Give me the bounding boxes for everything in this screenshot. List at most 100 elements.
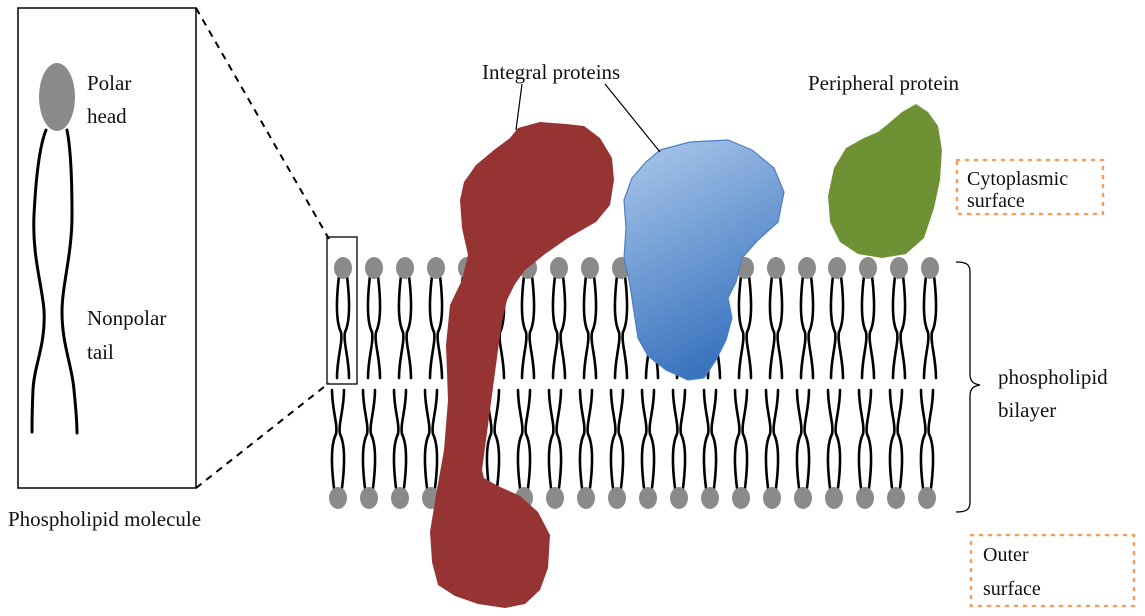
phospholipid-bottom-13 — [701, 390, 719, 509]
leader-line-red — [516, 84, 522, 130]
phospholipid-head — [360, 487, 378, 509]
tail — [921, 390, 925, 488]
phospholipid-head — [550, 257, 568, 279]
polar-head-label-line2: head — [87, 104, 127, 128]
tail — [797, 390, 801, 488]
phospholipid-top-1 — [334, 257, 352, 378]
phospholipid-head — [581, 257, 599, 279]
tail — [522, 276, 526, 378]
cytoplasmic-surface-label-line2: surface — [967, 190, 1025, 212]
phospholipid-bottom-11 — [639, 390, 657, 509]
tail — [399, 276, 403, 378]
tail — [831, 276, 835, 378]
tail — [932, 276, 936, 378]
tail — [929, 390, 933, 488]
phospholipid-top-7 — [519, 257, 537, 378]
phospholipid-top-15 — [767, 257, 785, 378]
inset-polar-head — [39, 63, 75, 131]
phospholipid-bottom-9 — [577, 390, 595, 509]
tail — [735, 390, 739, 488]
phospholipid-head — [794, 487, 812, 509]
tail — [376, 276, 380, 378]
phospholipid-head — [767, 257, 785, 279]
phospholipid-head — [798, 257, 816, 279]
tail — [363, 390, 367, 488]
tail — [901, 276, 905, 378]
nonpolar-tail-label-line1: Nonpolar — [87, 306, 166, 330]
phospholipid-head — [828, 257, 846, 279]
phospholipid-head — [859, 257, 877, 279]
phospholipid-bottom-3 — [391, 390, 409, 509]
tail — [530, 276, 534, 378]
tail — [549, 390, 553, 488]
phospholipid-bottom-16 — [794, 390, 812, 509]
tail — [809, 276, 813, 378]
tail — [836, 390, 840, 488]
phospholipid-head — [427, 257, 445, 279]
tail — [526, 390, 530, 488]
tail — [592, 276, 596, 378]
tail — [739, 276, 743, 378]
inset-tail-right — [62, 130, 77, 433]
phospholipid-head — [701, 487, 719, 509]
phospholipid-bilayer-label-line1: phospholipid — [998, 365, 1108, 389]
tail — [673, 390, 677, 488]
phospholipid-head — [546, 487, 564, 509]
phospholipid-bottom-18 — [856, 390, 874, 509]
tail — [611, 390, 615, 488]
phospholipid-top-18 — [859, 257, 877, 378]
tail — [747, 276, 751, 378]
tail — [438, 276, 442, 378]
tail — [770, 276, 774, 378]
phospholipid-bottom-17 — [825, 390, 843, 509]
phospholipid-top-14 — [736, 257, 754, 378]
phospholipid-top-17 — [828, 257, 846, 378]
phospholipid-head — [763, 487, 781, 509]
tail — [801, 276, 805, 378]
phospholipid-head — [639, 487, 657, 509]
tail — [615, 276, 619, 378]
phospholipid-head — [921, 257, 939, 279]
tail — [371, 390, 375, 488]
tail — [584, 276, 588, 378]
phospholipid-head — [825, 487, 843, 509]
tail — [340, 390, 344, 488]
tail — [402, 390, 406, 488]
tail — [805, 390, 809, 488]
cytoplasmic-surface-label-line1: Cytoplasmic — [967, 168, 1068, 190]
tail — [862, 276, 866, 378]
tail — [898, 390, 902, 488]
tail — [870, 276, 874, 378]
tail — [332, 390, 336, 488]
tail — [425, 390, 429, 488]
phospholipid-bottom-1 — [329, 390, 347, 509]
phospholipid-molecule-caption: Phospholipid molecule — [8, 507, 201, 531]
phospholipid-head — [918, 487, 936, 509]
tail — [859, 390, 863, 488]
tail — [650, 390, 654, 488]
phospholipid-bottom-7 — [515, 390, 533, 509]
polar-head-label-line1: Polar — [87, 71, 131, 95]
phospholipid-bottom-19 — [887, 390, 905, 509]
phospholipid-top-19 — [890, 257, 908, 378]
tail — [337, 276, 341, 378]
integral-proteins-label: Integral proteins — [482, 60, 620, 84]
phospholipid-head — [334, 257, 352, 279]
leader-line-blue — [605, 84, 660, 152]
phospholipid-head — [608, 487, 626, 509]
phospholipid-head — [396, 257, 414, 279]
phospholipid-head — [391, 487, 409, 509]
tail — [893, 276, 897, 378]
phospholipid-head — [670, 487, 688, 509]
phospholipid-top-3 — [396, 257, 414, 378]
phospholipid-top-20 — [921, 257, 939, 378]
outer-surface-label-line1: Outer — [983, 544, 1029, 566]
inset-phospholipid — [32, 63, 77, 433]
phospholipid-head — [732, 487, 750, 509]
tail — [681, 390, 685, 488]
phospholipid-top-16 — [798, 257, 816, 378]
tail — [407, 276, 411, 378]
tail — [619, 390, 623, 488]
phospholipid-bottom-8 — [546, 390, 564, 509]
